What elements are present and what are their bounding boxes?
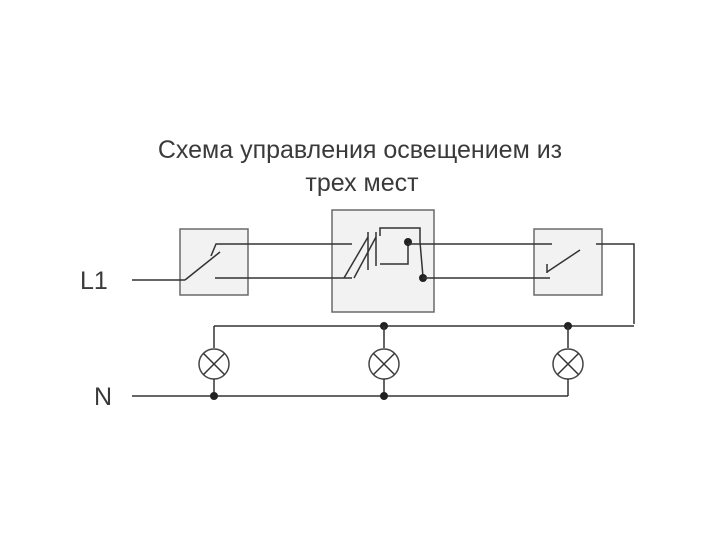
middle-switch-box	[331, 209, 435, 313]
cross-switch-bridge-bottom	[380, 244, 409, 265]
cross-switch-node-upper	[404, 238, 412, 246]
phase-label: L1	[80, 267, 108, 295]
right-switch-lever	[546, 249, 581, 273]
neutral-node-middle	[380, 392, 388, 400]
left-switch-lever	[184, 251, 221, 281]
title-line-2: трех мест	[305, 169, 419, 197]
cross-switch-bridge-top	[379, 227, 421, 242]
neutral-node-left	[210, 392, 218, 400]
neutral-label: N	[94, 383, 112, 411]
diagram-title: Схема управления освещением из трех мест	[0, 134, 720, 200]
traveller-upper-left	[210, 243, 352, 257]
lamp-1-icon	[198, 348, 230, 380]
left-switch-box	[179, 228, 249, 296]
title-line-1: Схема управления освещением из	[157, 136, 563, 164]
right-switch-output-wire	[596, 243, 635, 324]
lamp-3-icon	[552, 348, 584, 380]
cross-switch-jumper	[419, 241, 424, 278]
cross-switch-lever-1	[343, 236, 369, 279]
lamp-2-icon	[368, 348, 400, 380]
right-switch-box	[533, 228, 603, 296]
cross-switch-lever-2	[353, 236, 377, 279]
